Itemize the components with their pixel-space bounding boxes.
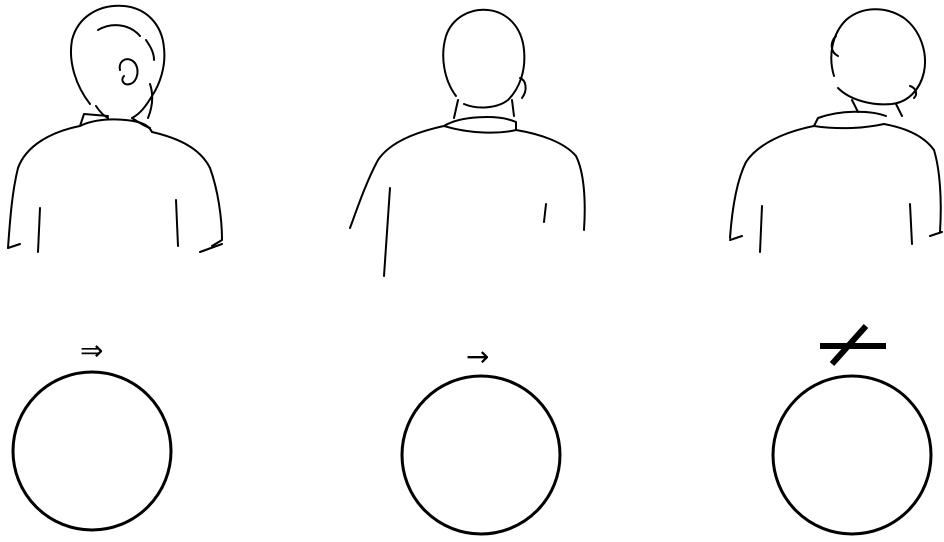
neck: [96, 84, 152, 128]
collar: [814, 112, 886, 128]
head-outline: [831, 9, 925, 104]
head-outline: [71, 6, 164, 118]
head-outline: [443, 10, 524, 108]
figure-head-slight-turn: [350, 10, 585, 276]
negated-bar-icon: [820, 326, 886, 364]
sleeve-lines: [384, 188, 546, 276]
hair-detail: [98, 25, 154, 60]
shirt-outline: [8, 126, 222, 248]
range-circle-center: [402, 376, 560, 534]
sleeve-lines: [730, 204, 942, 252]
double-arrow-icon: ⇒: [80, 334, 103, 367]
ear: [832, 36, 916, 98]
figure-head-tilted: [730, 9, 942, 252]
figure-head-turned-right: [8, 6, 222, 252]
single-arrow-icon: →: [466, 340, 489, 373]
shirt-outline: [350, 126, 585, 230]
range-circle-right: [773, 376, 931, 534]
sleeve-lines: [8, 200, 222, 252]
collar: [80, 114, 152, 132]
collar: [444, 117, 516, 133]
range-circle-left: [13, 372, 171, 530]
ear: [120, 59, 138, 84]
